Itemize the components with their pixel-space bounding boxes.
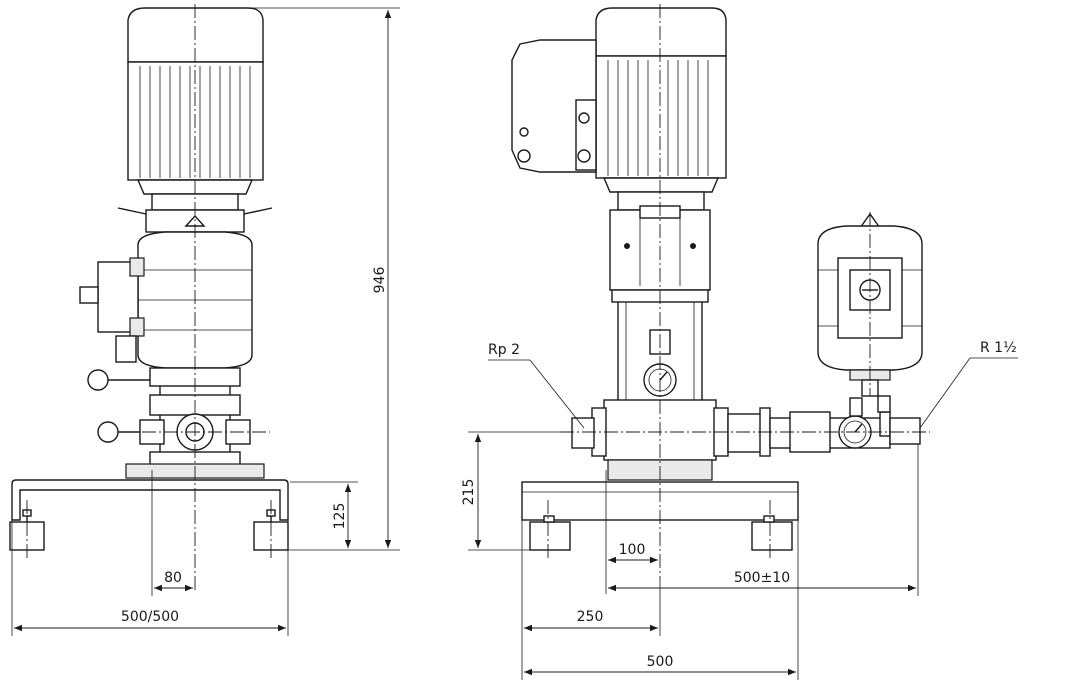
label-r1-5: R 1½ <box>980 340 1017 356</box>
label-500: 500 <box>647 654 674 670</box>
label-946: 946 <box>372 267 388 294</box>
left-base-frame <box>9 479 289 551</box>
label-500-10: 500±10 <box>734 570 790 586</box>
label-215: 215 <box>461 479 477 506</box>
right-control-box <box>511 39 597 173</box>
right-dimensions: Rp 2 R 1½ 215 100 500±10 250 500 <box>461 340 1018 680</box>
left-motor <box>127 7 264 211</box>
label-250: 250 <box>577 609 604 625</box>
label-125: 125 <box>332 503 348 530</box>
left-dimensions: 946 125 80 500/500 <box>11 7 400 636</box>
right-view <box>511 4 930 580</box>
right-base-frame <box>521 481 799 551</box>
left-view <box>9 4 289 590</box>
right-motor <box>595 7 727 211</box>
right-pressure-tank <box>817 212 923 397</box>
label-rp2: Rp 2 <box>488 342 520 358</box>
label-500-500: 500/500 <box>121 609 179 625</box>
label-80: 80 <box>164 570 182 586</box>
outlet-pipe-assembly <box>727 395 921 457</box>
label-100: 100 <box>619 542 646 558</box>
